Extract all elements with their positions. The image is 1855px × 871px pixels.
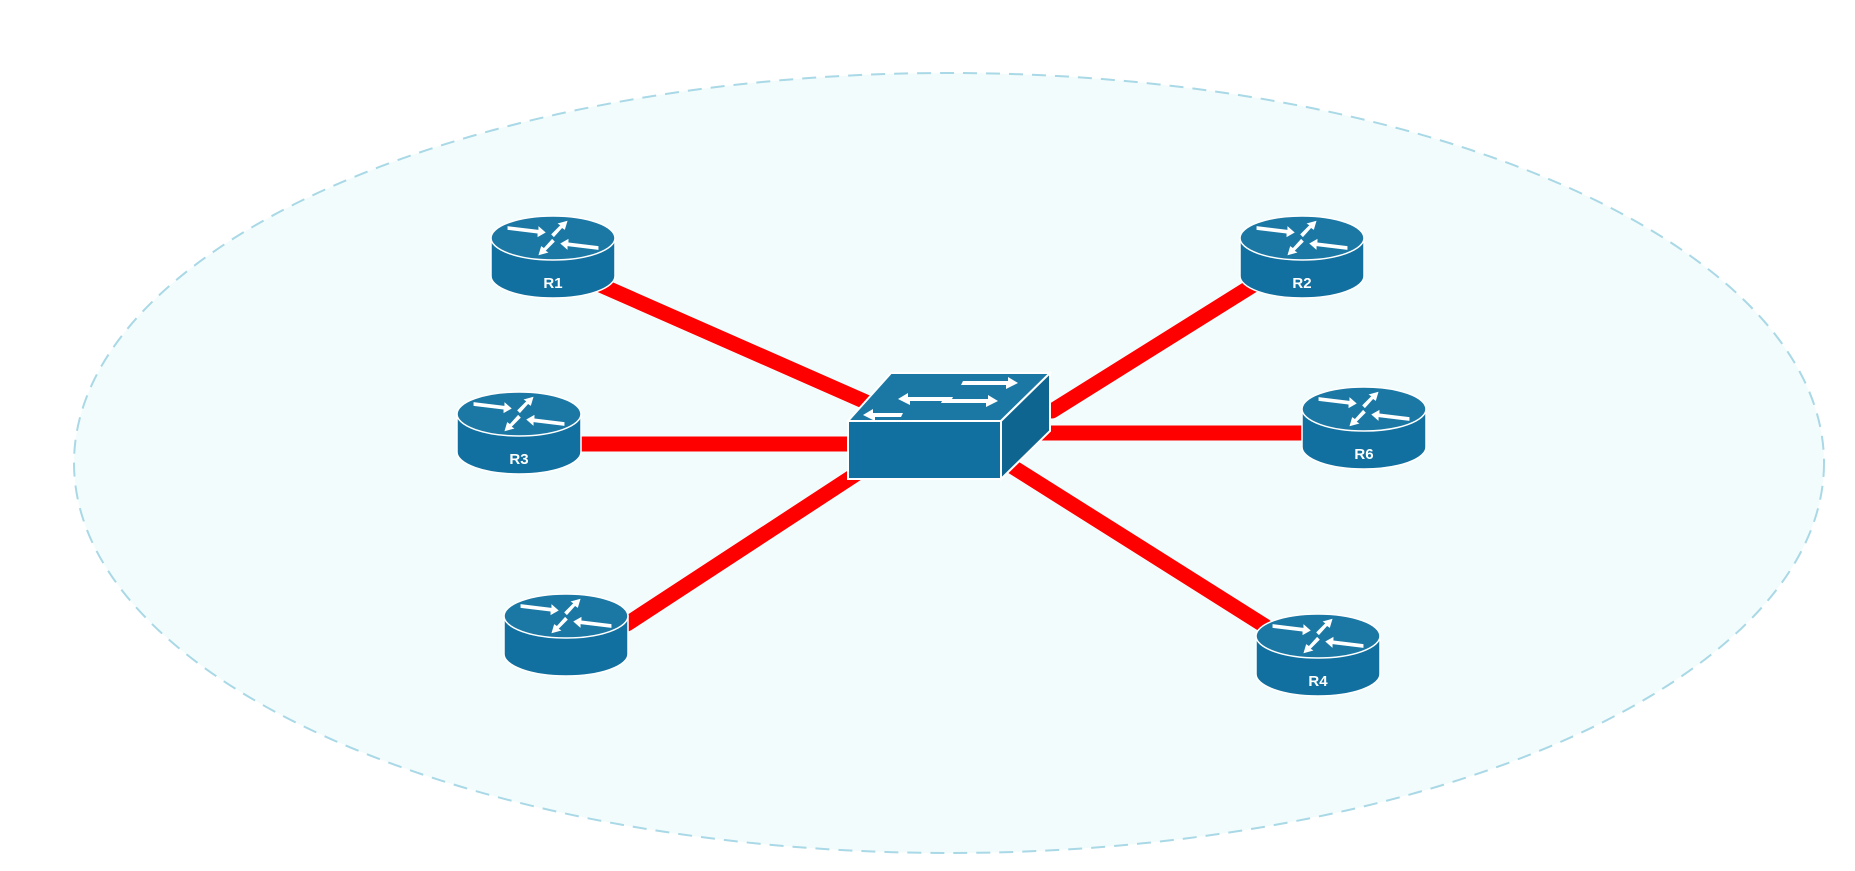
- link-unlabeled-switch: [619, 457, 878, 632]
- switch-icon[interactable]: [845, 370, 1053, 482]
- router-label: R6: [1354, 446, 1373, 463]
- router-r2[interactable]: R2: [1239, 215, 1365, 299]
- links-layer: [572, 276, 1313, 634]
- router-top-face: [1255, 613, 1381, 659]
- router-r3[interactable]: R3: [456, 391, 582, 475]
- router-top-face: [490, 215, 616, 261]
- router-label: R3: [509, 451, 528, 468]
- router-top-face: [1239, 215, 1365, 261]
- router-label: R4: [1308, 673, 1328, 690]
- router-unlabeled[interactable]: [503, 593, 629, 677]
- link-r1-switch: [590, 276, 883, 414]
- router-r4[interactable]: R4: [1255, 613, 1381, 697]
- router-top-face: [456, 391, 582, 437]
- router-label: R2: [1292, 275, 1311, 292]
- router-r6[interactable]: R6: [1301, 386, 1427, 470]
- link-r4-switch: [997, 454, 1273, 634]
- link-r2-switch: [1044, 276, 1263, 419]
- router-top-face: [1301, 386, 1427, 432]
- router-top-face: [503, 593, 629, 639]
- router-label: R1: [543, 275, 562, 292]
- router-r1[interactable]: R1: [490, 215, 616, 299]
